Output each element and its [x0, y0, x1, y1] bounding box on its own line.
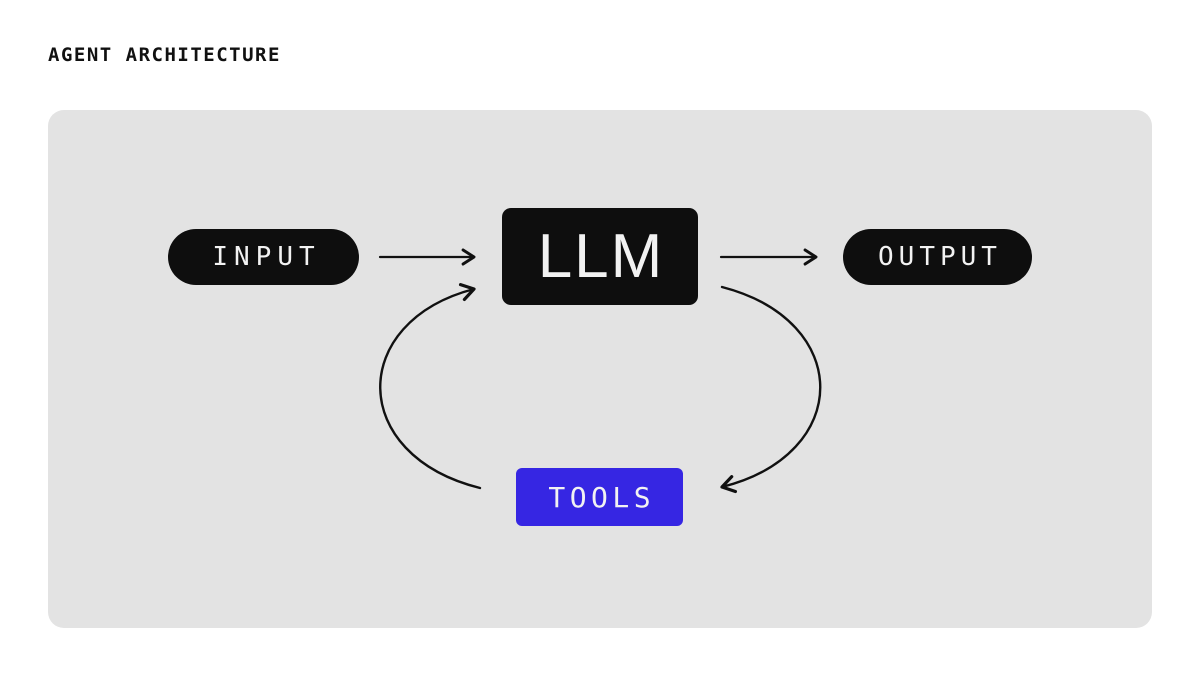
- edge-tools-to-llm-loop: [379, 283, 482, 490]
- diagram-panel: INPUT LLM OUTPUT TOOLS: [48, 110, 1152, 628]
- diagram-edges: [378, 248, 822, 494]
- node-output: OUTPUT: [843, 229, 1032, 285]
- node-llm: LLM: [502, 208, 698, 305]
- page-title: AGENT ARCHITECTURE: [48, 44, 281, 66]
- edge-llm-to-tools-loop: [720, 285, 822, 494]
- node-input: INPUT: [168, 229, 359, 285]
- node-tools: TOOLS: [516, 468, 683, 526]
